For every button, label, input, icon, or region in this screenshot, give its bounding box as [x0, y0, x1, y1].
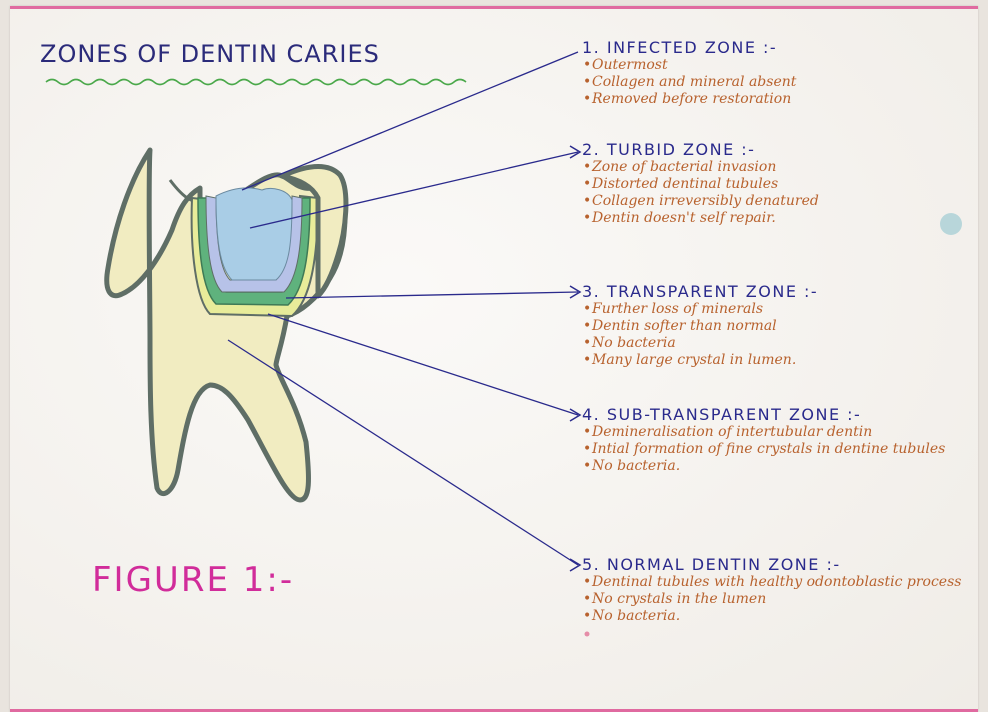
- zone-point: Distorted dentinal tubules: [592, 176, 819, 193]
- ink-blot: [940, 213, 962, 235]
- zone-turbid: 2. TURBID ZONE :- Zone of bacterial inva…: [582, 140, 819, 227]
- zone-heading: 4. SUB-TRANSPARENT ZONE :-: [582, 405, 945, 424]
- zone-point: Collagen and mineral absent: [592, 74, 796, 91]
- figure-label: FIGURE 1:-: [92, 560, 294, 600]
- zone-infected: 1. INFECTED ZONE :- Outermost Collagen a…: [582, 38, 796, 108]
- zone-point: Collagen irreversibly denatured: [592, 193, 819, 210]
- diagram-title: ZONES OF DENTIN CARIES: [40, 40, 380, 68]
- zone-point: Further loss of minerals: [592, 301, 818, 318]
- zone-heading: 1. INFECTED ZONE :-: [582, 38, 796, 57]
- zone-point: Dentin softer than normal: [592, 318, 818, 335]
- zone-point: No bacteria.: [592, 458, 945, 475]
- zone-heading: 2. TURBID ZONE :-: [582, 140, 819, 159]
- zone-point: Many large crystal in lumen.: [592, 352, 818, 369]
- zone-heading: 3. TRANSPARENT ZONE :-: [582, 282, 818, 301]
- infected-layer: [216, 188, 292, 280]
- zone-point: Dentin doesn't self repair.: [592, 210, 819, 227]
- zone-heading: 5. NORMAL DENTIN ZONE :-: [582, 555, 961, 574]
- zone-point: Dentinal tubules with healthy odontoblas…: [592, 574, 961, 591]
- pointer-subtransparent: [268, 314, 578, 415]
- pointer-transparent: [286, 292, 578, 298]
- title-underline: [46, 80, 466, 85]
- margin-dot: [585, 632, 590, 637]
- zone-point: Outermost: [592, 57, 796, 74]
- pointer-arrowheads: [570, 146, 580, 571]
- zone-normal: 5. NORMAL DENTIN ZONE :- Dentinal tubule…: [582, 555, 961, 625]
- zone-point: Zone of bacterial invasion: [592, 159, 819, 176]
- zone-point: Removed before restoration: [592, 91, 796, 108]
- zone-point: No crystals in the lumen: [592, 591, 961, 608]
- zone-point: Demineralisation of intertubular dentin: [592, 424, 945, 441]
- zone-transparent: 3. TRANSPARENT ZONE :- Further loss of m…: [582, 282, 818, 369]
- zone-point: No bacteria.: [592, 608, 961, 625]
- zone-subtransparent: 4. SUB-TRANSPARENT ZONE :- Demineralisat…: [582, 405, 945, 475]
- zone-point: Intial formation of fine crystals in den…: [592, 441, 945, 458]
- pointer-infected: [242, 52, 578, 190]
- zone-point: No bacteria: [592, 335, 818, 352]
